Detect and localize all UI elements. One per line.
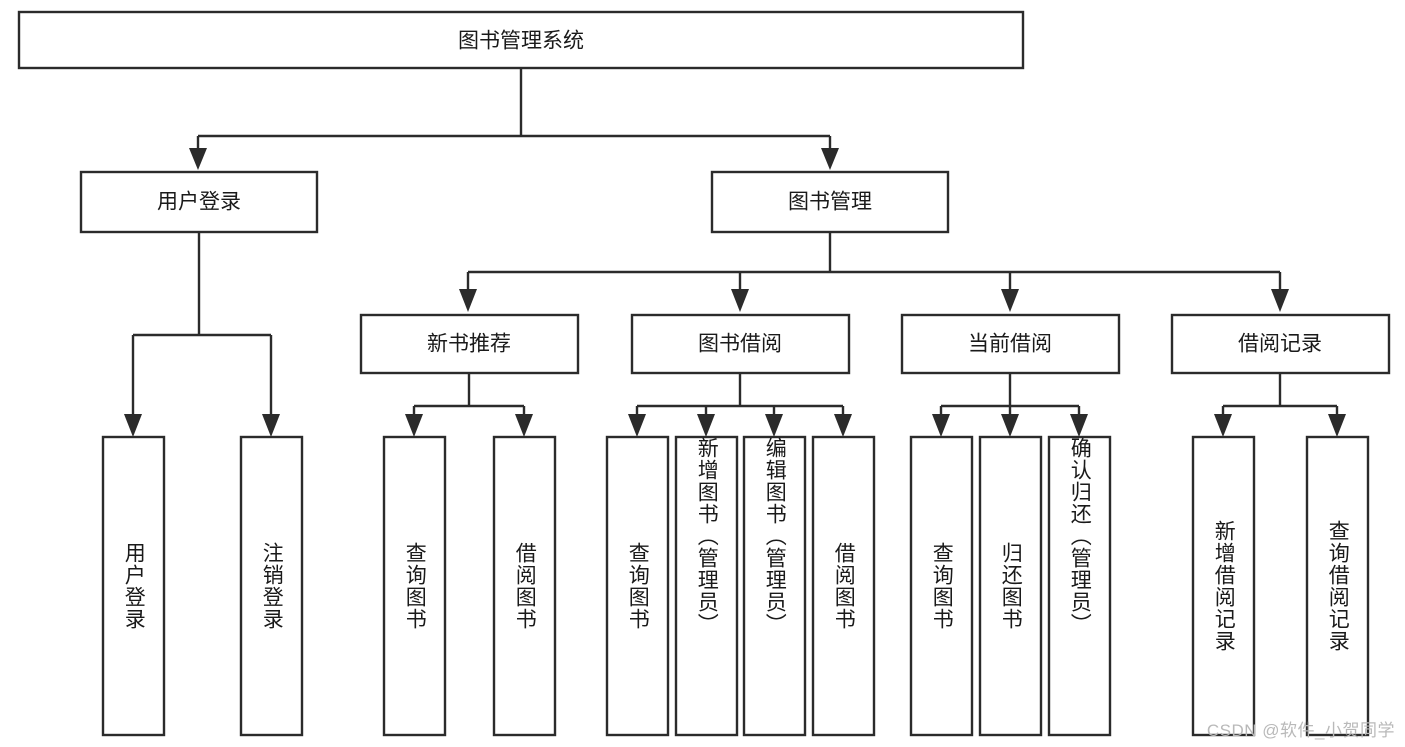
arrow-head-icon (697, 414, 715, 437)
node-root-box[interactable] (17, 10, 1025, 70)
arrow-head-icon (1214, 414, 1232, 437)
arrow-head-icon (515, 414, 533, 437)
node-new-book-recommend-box[interactable] (359, 313, 580, 375)
arrow-head-icon (262, 414, 280, 437)
leaf-box-query-book-3[interactable] (909, 435, 974, 737)
connector-user-login-to-leaves (124, 232, 280, 437)
node-user-login[interactable]: 用户登录 (79, 170, 319, 234)
connector-book-borrow-to-leaves (628, 373, 852, 437)
arrow-head-icon (628, 414, 646, 437)
node-book-borrow[interactable]: 图书借阅 (630, 313, 851, 375)
node-root-label: 图书管理系统 (458, 30, 584, 53)
leaf-box-query-book-1[interactable] (382, 435, 447, 737)
node-borrow-record-label: 借阅记录 (1238, 333, 1322, 356)
leaf-box-confirm-return[interactable] (1047, 435, 1112, 737)
node-root[interactable]: 图书管理系统 (17, 10, 1025, 70)
arrow-head-icon (932, 414, 950, 437)
node-new-book-recommend[interactable]: 新书推荐 (359, 313, 580, 375)
node-current-borrow[interactable]: 当前借阅 (900, 313, 1121, 375)
node-borrow-record[interactable]: 借阅记录 (1170, 313, 1391, 375)
leaf-box-borrow-book-2[interactable] (811, 435, 876, 737)
node-current-borrow-label: 当前借阅 (968, 333, 1052, 356)
leaf-box-add-book[interactable] (674, 435, 739, 737)
leaf-box-query-book-2[interactable] (605, 435, 670, 737)
connector-new-book-recommend-to-leaves (405, 373, 533, 437)
node-current-borrow-box[interactable] (900, 313, 1121, 375)
arrow-head-icon (765, 414, 783, 437)
arrow-head-icon (1001, 414, 1019, 437)
arrow-head-icon (834, 414, 852, 437)
leaf-box-query-record[interactable] (1305, 435, 1370, 737)
arrow-head-icon (124, 414, 142, 437)
arrow-head-icon (1070, 414, 1088, 437)
arrow-head-icon (459, 289, 477, 312)
arrow-head-icon (405, 414, 423, 437)
connector-borrow-record-to-leaves (1214, 373, 1346, 437)
leaf-box-edit-book[interactable] (742, 435, 807, 737)
connector-current-borrow-to-leaves (932, 373, 1088, 437)
arrow-head-icon (1001, 289, 1019, 312)
node-book-manage-label: 图书管理 (788, 191, 872, 214)
node-user-login-box[interactable] (79, 170, 319, 234)
arrow-head-icon (1328, 414, 1346, 437)
arrow-head-icon (731, 289, 749, 312)
leaf-box-user-login[interactable] (101, 435, 166, 737)
arrow-head-icon (1271, 289, 1289, 312)
csdn-watermark: CSDN @软件_小贺同学 (1206, 721, 1395, 740)
arrow-head-icon (821, 148, 839, 170)
node-book-manage[interactable]: 图书管理 (710, 170, 950, 234)
connector-root-to-level2 (189, 68, 839, 170)
node-user-login-label: 用户登录 (157, 191, 241, 214)
leaf-box-borrow-book-1[interactable] (492, 435, 557, 737)
leaf-box-add-record[interactable] (1191, 435, 1256, 737)
connector-book-manage-to-level3 (459, 232, 1289, 312)
node-book-borrow-label: 图书借阅 (698, 333, 782, 356)
leaf-box-return-book[interactable] (978, 435, 1043, 737)
arrow-head-icon (189, 148, 207, 170)
node-new-book-recommend-label: 新书推荐 (427, 333, 511, 356)
leaf-box-logout-login[interactable] (239, 435, 304, 737)
